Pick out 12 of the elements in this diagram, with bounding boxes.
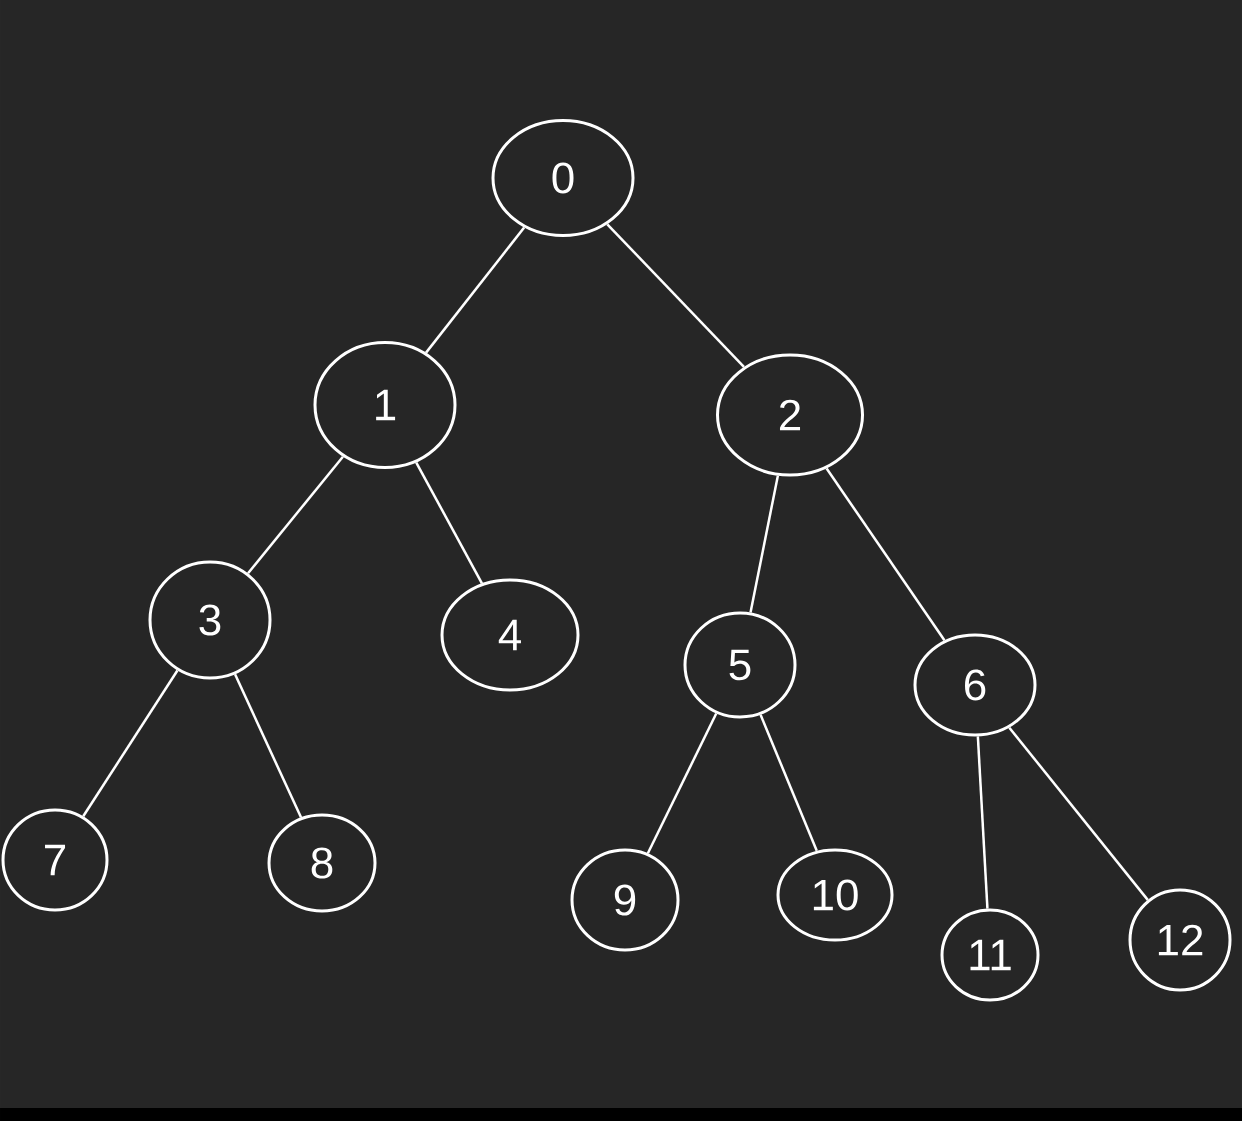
tree-edge (646, 713, 718, 854)
tree-edge (425, 226, 526, 354)
tree-edge (82, 669, 179, 817)
tree-edge (247, 455, 344, 575)
tree-edge (1008, 726, 1149, 901)
tree-edge (233, 673, 303, 818)
tree-edge (415, 461, 483, 584)
tree-edge (749, 475, 780, 613)
tree-edge (606, 223, 745, 368)
tree-edge (976, 736, 989, 909)
tree-edge (825, 467, 946, 642)
tree-edge (759, 714, 818, 852)
